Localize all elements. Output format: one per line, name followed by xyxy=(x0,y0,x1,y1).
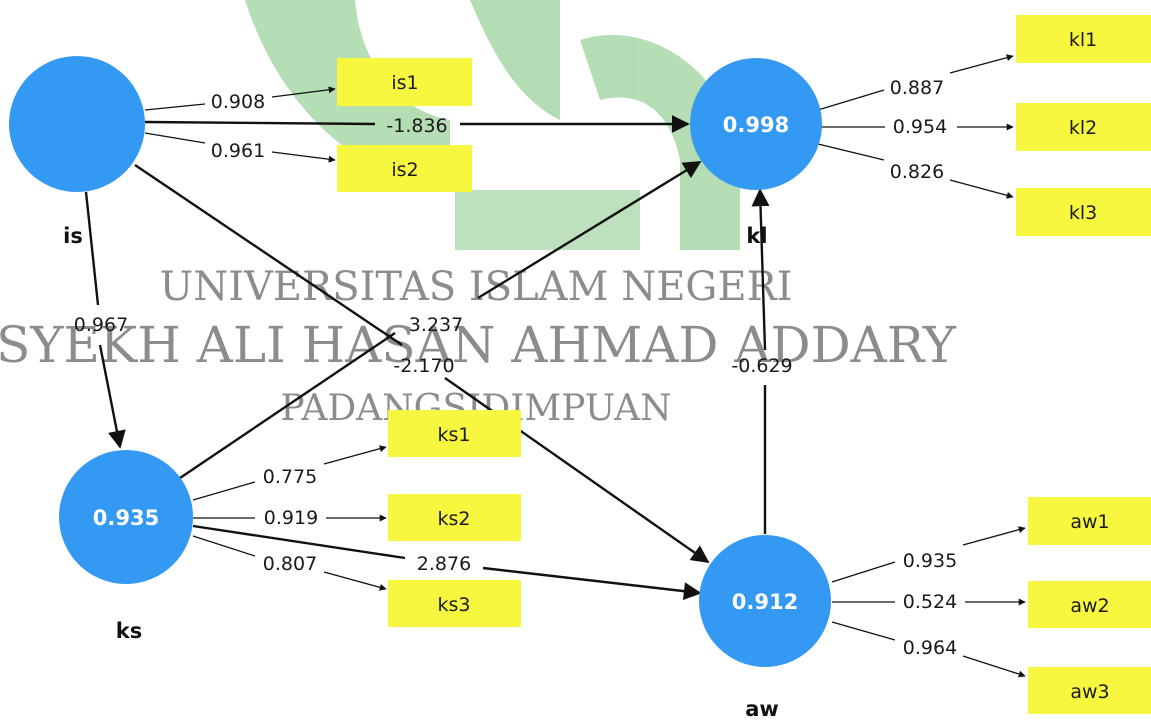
loading-ks-ks2: 0.919 xyxy=(264,507,318,529)
indicator-label-ks3: ks3 xyxy=(438,594,471,616)
loading-labels: 0.908 0.961 0.887 0.954 0.826 0.775 0.91… xyxy=(211,77,957,659)
construct-circle-aw xyxy=(699,535,831,667)
indicator-label-aw1: aw1 xyxy=(1070,511,1109,533)
loading-line-is-is2 xyxy=(144,132,206,144)
indicator-label-aw3: aw3 xyxy=(1070,681,1109,703)
path-arrow-aw-kl xyxy=(751,188,770,351)
loading-arrow-kl-kl1 xyxy=(949,54,1014,74)
path-arrow-is-ks xyxy=(98,344,126,449)
loading-arrow-is-is2 xyxy=(271,151,336,163)
watermark-line2: SYEKH ALI HASAN AHMAD ADDARY xyxy=(0,316,957,374)
indicator-box-aw2 xyxy=(1028,581,1151,628)
indicator-label-aw2: aw2 xyxy=(1070,595,1109,617)
path-arrow-ks-aw xyxy=(482,566,702,601)
indicator-box-aw1 xyxy=(1028,497,1151,545)
indicator-label-is1: is1 xyxy=(391,72,418,94)
indicator-box-ks3 xyxy=(388,580,521,627)
loading-arrow-aw-aw3 xyxy=(962,655,1026,678)
construct-circle-kl xyxy=(690,58,822,190)
loading-line-aw-aw1 xyxy=(831,561,896,583)
indicator-label-ks1: ks1 xyxy=(438,424,471,446)
loading-arrow-aw-aw1 xyxy=(962,526,1026,546)
construct-circle-is xyxy=(9,56,145,192)
loading-line-ks-ks3 xyxy=(192,535,256,557)
indicator-box-kl1 xyxy=(1016,15,1151,63)
loading-line-kl-kl3 xyxy=(817,143,885,161)
loading-arrow-ks-ks3 xyxy=(323,571,387,591)
loading-kl-kl1: 0.887 xyxy=(890,77,944,99)
indicator-label-kl1: kl1 xyxy=(1069,29,1097,51)
indicator-label-kl3: kl3 xyxy=(1069,202,1097,224)
indicator-box-aw3 xyxy=(1028,667,1151,714)
indicator-box-ks1 xyxy=(388,410,521,457)
construct-r2-kl: 0.998 xyxy=(723,113,789,137)
loading-is-is2: 0.961 xyxy=(211,140,265,162)
construct-r2-ks: 0.935 xyxy=(93,506,159,530)
loading-arrow-ks-ks1 xyxy=(323,445,387,465)
loading-arrows xyxy=(144,54,1026,678)
indicator-box-is1 xyxy=(337,58,472,106)
indicator-boxes: is1 is2 kl1 kl2 kl3 ks1 ks2 ks3 aw1 aw2 … xyxy=(337,15,1151,714)
path-line-is-kl-a xyxy=(144,120,376,126)
path-line-ks-aw-a xyxy=(192,524,406,560)
construct-names: is kl ks aw xyxy=(63,224,779,720)
construct-name-ks: ks xyxy=(116,619,142,643)
path-arrow-ks-kl xyxy=(477,160,702,300)
construct-name-kl: kl xyxy=(746,224,767,248)
indicator-label-is2: is2 xyxy=(391,159,418,181)
indicator-box-kl3 xyxy=(1016,188,1151,236)
loading-kl-kl3: 0.826 xyxy=(890,161,944,183)
loading-ks-ks1: 0.775 xyxy=(263,466,317,488)
path-coef-is-ks: 0.967 xyxy=(74,314,128,336)
loading-arrow-kl-kl3 xyxy=(949,179,1014,199)
loading-ks-ks3: 0.807 xyxy=(263,553,317,575)
indicator-box-ks2 xyxy=(388,494,521,541)
indicator-label-ks2: ks2 xyxy=(438,508,471,530)
loading-line-aw-aw3 xyxy=(831,621,896,641)
loading-aw-aw2: 0.524 xyxy=(903,591,957,613)
path-coef-ks-kl: 3.237 xyxy=(409,314,463,336)
path-arrow-is-aw xyxy=(444,377,710,564)
path-line-ks-kl-a xyxy=(179,332,396,479)
loading-line-kl-kl1 xyxy=(817,89,885,111)
loading-line-ks-ks1 xyxy=(192,481,256,501)
structural-paths xyxy=(84,115,770,601)
loading-line-is-is1 xyxy=(144,103,206,111)
path-coef-is-kl: -1.836 xyxy=(386,115,447,137)
loading-is-is1: 0.908 xyxy=(211,91,265,113)
construct-name-is: is xyxy=(63,224,83,248)
path-coef-ks-aw: 2.876 xyxy=(417,553,471,575)
indicator-box-is2 xyxy=(337,145,472,192)
path-line-is-ks-a xyxy=(84,191,100,306)
path-line-is-aw-a xyxy=(134,164,403,346)
path-labels: -1.836 0.967 3.237 -2.170 2.876 -0.629 xyxy=(74,115,793,575)
loading-aw-aw1: 0.935 xyxy=(903,550,957,572)
path-coef-is-aw: -2.170 xyxy=(393,355,454,377)
indicator-box-kl2 xyxy=(1016,103,1151,151)
path-coef-aw-kl: -0.629 xyxy=(731,355,792,377)
loading-aw-aw3: 0.964 xyxy=(903,637,957,659)
indicator-label-kl2: kl2 xyxy=(1069,117,1097,139)
watermark-line1: UNIVERSITAS ISLAM NEGERI xyxy=(159,264,792,310)
construct-circle-ks xyxy=(59,450,193,584)
construct-nodes: 0.998 0.935 0.912 xyxy=(9,56,831,667)
construct-name-aw: aw xyxy=(745,697,779,720)
loading-arrow-is-is1 xyxy=(271,86,336,98)
loading-kl-kl2: 0.954 xyxy=(893,116,947,138)
construct-r2-aw: 0.912 xyxy=(732,590,798,614)
